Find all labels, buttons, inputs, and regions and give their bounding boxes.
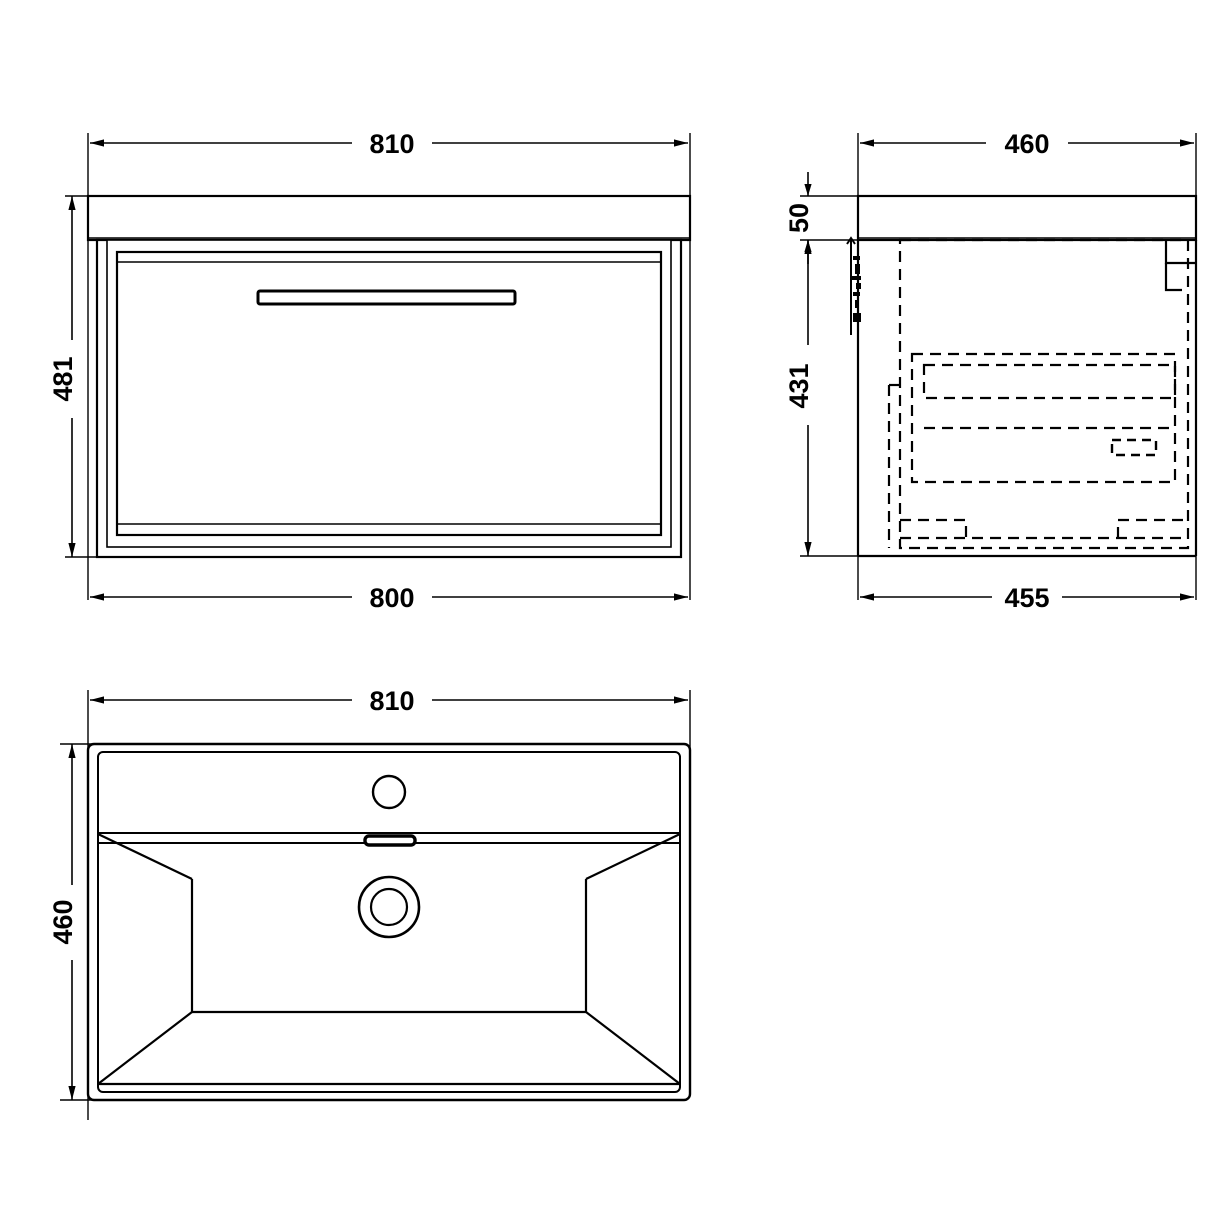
front-dim-800-bottom: 800 [90, 583, 688, 613]
plan-dim-460-left: 460 [48, 744, 78, 1100]
front-dim-810-top: 810 [90, 129, 688, 159]
side-hidden-feet [900, 518, 1188, 540]
side-hidden-carcass [898, 238, 1190, 550]
side-bracket-detail [1164, 240, 1196, 292]
side-hidden-drawer-box [910, 352, 1177, 484]
plan-dim-460-label: 460 [48, 899, 78, 944]
plan-dim-810-top: 810 [90, 686, 688, 716]
front-dim-481-left: 481 [48, 196, 78, 557]
side-hidden-latch [1110, 438, 1158, 457]
plan-waste-drain-inner [369, 887, 409, 927]
plan-overflow-slot [363, 834, 417, 847]
side-dim-431-label: 431 [784, 363, 814, 408]
side-dim-50: 50 [784, 172, 814, 264]
side-hidden-left-foot [887, 383, 900, 548]
side-dim-455-bottom: 455 [860, 583, 1194, 613]
front-dim-800-label: 800 [369, 583, 414, 613]
plan-tap-hole [371, 774, 407, 810]
side-countertop-slab [856, 194, 1198, 242]
side-annotation-marker [846, 236, 861, 335]
side-dim-50-label: 50 [784, 203, 814, 233]
front-drawer-handle [256, 289, 517, 306]
side-hidden-drawer-runner [922, 363, 1177, 400]
side-dim-460-label: 460 [1004, 129, 1049, 159]
front-countertop-slab [86, 194, 692, 242]
side-dim-455-label: 455 [1004, 583, 1049, 613]
side-dim-460-top: 460 [860, 129, 1194, 159]
side-elevation-view: 460 50 431 [784, 129, 1198, 613]
side-dim-431: 431 [784, 240, 814, 556]
front-dim-810-top-label: 810 [369, 129, 414, 159]
plan-bowl-walls [97, 833, 681, 1086]
plan-view: 810 460 [48, 686, 692, 1120]
front-elevation-view: 810 481 800 [48, 129, 692, 613]
front-dim-481-label: 481 [48, 356, 78, 401]
plan-dim-810-label: 810 [369, 686, 414, 716]
